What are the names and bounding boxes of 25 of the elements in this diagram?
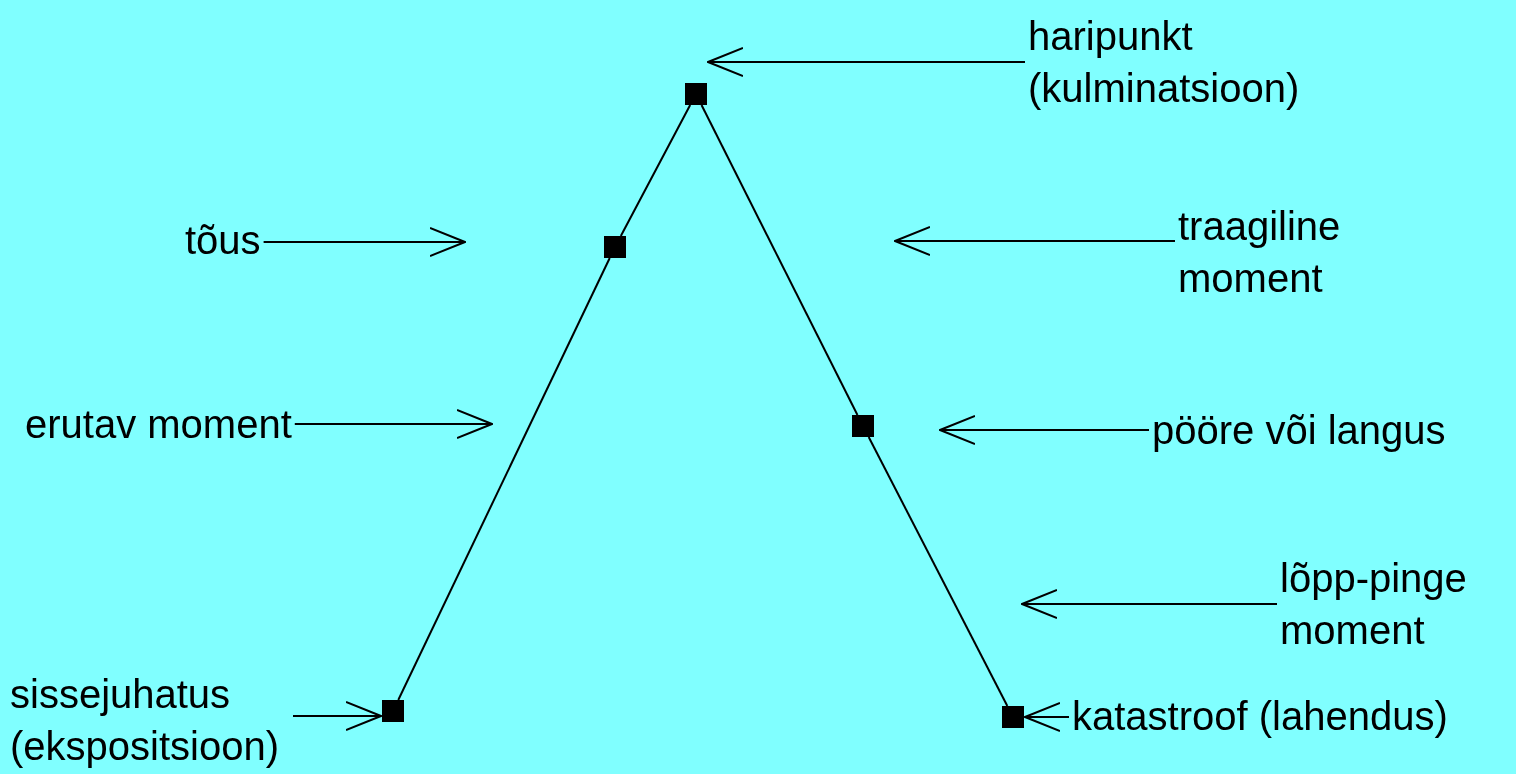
- callout-label: erutav moment: [25, 398, 292, 450]
- callout-label: katastroof (lahendus): [1072, 690, 1448, 742]
- pyramid-line: [867, 436, 1009, 707]
- arrow: [939, 415, 1150, 445]
- plot-point: [685, 83, 707, 105]
- callout-label: traagiline moment: [1178, 200, 1378, 304]
- callout-label: haripunkt (kulminatsioon): [1028, 10, 1348, 114]
- arrow: [293, 409, 493, 439]
- arrow: [1021, 589, 1278, 619]
- plot-point: [1002, 706, 1024, 728]
- callout-label: lõpp-pinge moment: [1280, 552, 1505, 656]
- plot-point: [852, 415, 874, 437]
- arrow: [707, 47, 1026, 77]
- pyramid-line: [619, 104, 692, 237]
- arrow: [262, 227, 466, 257]
- plot-point: [604, 236, 626, 258]
- callout-label: pööre või langus: [1152, 404, 1446, 456]
- callout-label: tõus: [185, 214, 261, 266]
- callout-label: sissejuhatus (ekspositsioon): [10, 668, 290, 772]
- plot-point: [382, 700, 404, 722]
- arrow: [1024, 702, 1070, 732]
- arrow: [292, 701, 382, 731]
- pyramid-line: [700, 104, 859, 416]
- pyramid-line: [397, 257, 611, 701]
- arrow: [894, 226, 1176, 256]
